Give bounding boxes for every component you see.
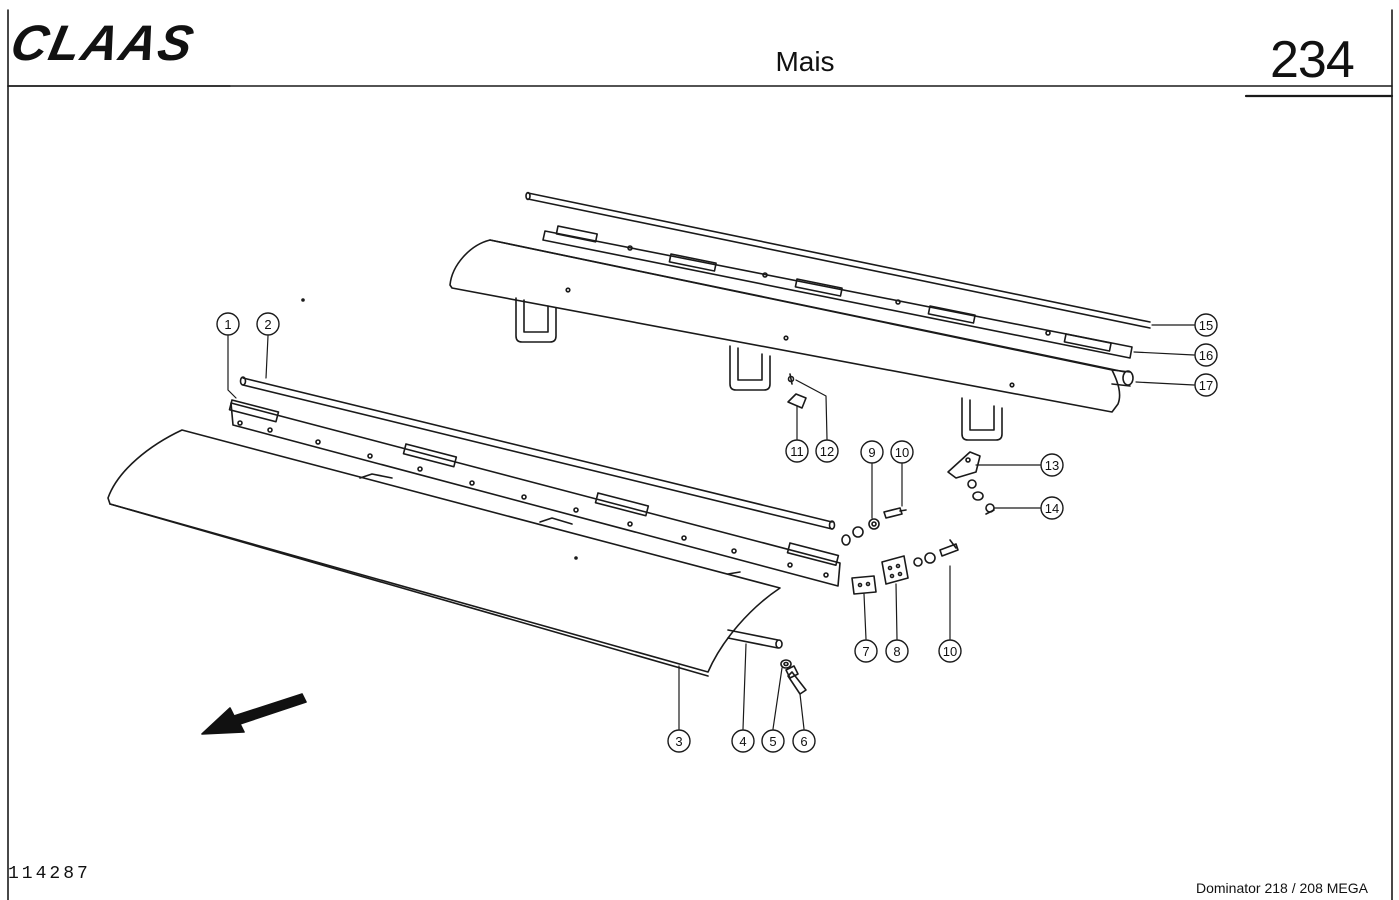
callout-2: 2	[256, 312, 280, 336]
callout-17: 17	[1194, 373, 1218, 397]
callout-13: 13	[1040, 453, 1064, 477]
parts-5-6-bolt	[780, 659, 807, 695]
callout-text: 16	[1199, 348, 1213, 363]
leader-lines	[227, 324, 1195, 730]
callout-14: 14	[1040, 496, 1064, 520]
frame	[7, 9, 1394, 900]
callout-text: 14	[1045, 501, 1059, 516]
callout-text: 1	[224, 317, 231, 332]
callout-text: 2	[264, 317, 271, 332]
callout-1: 1	[216, 312, 240, 336]
travel-direction-arrow	[201, 693, 307, 735]
callout-15: 15	[1194, 313, 1218, 337]
callout-8: 8	[885, 639, 909, 663]
page-number: 234	[1270, 31, 1355, 89]
callout-text: 8	[893, 644, 900, 659]
part-2-rod	[239, 376, 836, 530]
callout-9: 9	[860, 440, 884, 464]
callout-16: 16	[1194, 343, 1218, 367]
part-17-upper-deflector	[449, 239, 1134, 441]
part-1-hinge-strip	[228, 399, 841, 587]
callout-7: 7	[854, 639, 878, 663]
parts-11-12-clip	[787, 373, 807, 409]
callout-labels: 1 2 3 4 5 6 7 8 9 10 10 11 12 13 14 15 1…	[216, 312, 1218, 753]
callout-3: 3	[667, 729, 691, 753]
callout-text: 10	[895, 445, 909, 460]
callout-4: 4	[731, 729, 755, 753]
drawing-number: 114287	[8, 864, 91, 884]
callout-text: 5	[769, 734, 776, 749]
callout-10-lower: 10	[938, 639, 962, 663]
callout-text: 3	[675, 734, 682, 749]
parts-13-14-bracket	[947, 451, 995, 515]
part-15-top-rod	[525, 191, 1151, 329]
callout-6: 6	[792, 729, 816, 753]
callout-text: 9	[868, 445, 875, 460]
callout-text: 12	[820, 444, 834, 459]
callout-10-upper: 10	[890, 440, 914, 464]
callout-text: 13	[1045, 458, 1059, 473]
callout-12: 12	[815, 439, 839, 463]
page-title: Mais	[775, 46, 835, 77]
callout-text: 6	[800, 734, 807, 749]
part-16-hinge-strip	[542, 225, 1133, 359]
model-label: Dominator 218 / 208 MEGA	[1196, 880, 1368, 896]
callout-text: 10	[943, 644, 957, 659]
callout-text: 17	[1199, 378, 1213, 393]
parts-7-10-fixings	[841, 507, 959, 595]
callout-text: 15	[1199, 318, 1213, 333]
callout-text: 11	[790, 444, 804, 459]
part-3-lower-deflector	[107, 429, 781, 677]
callout-text: 7	[862, 644, 869, 659]
part-4-tube	[727, 629, 783, 649]
callout-text: 4	[739, 734, 746, 749]
callout-11: 11	[785, 439, 809, 463]
callout-5: 5	[761, 729, 785, 753]
